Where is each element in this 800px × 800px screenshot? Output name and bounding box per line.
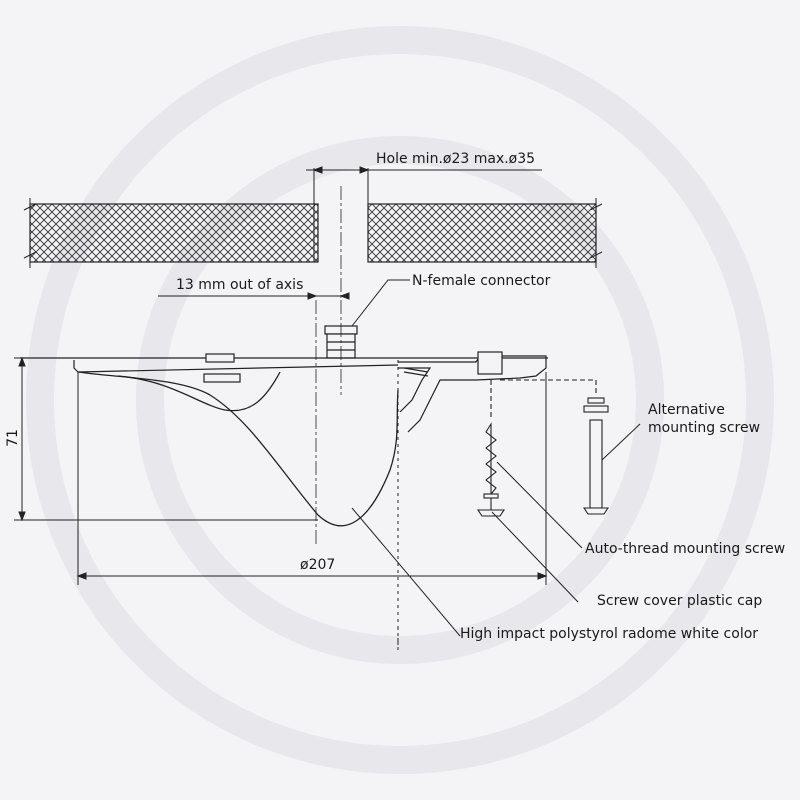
mounting-bracket [398, 351, 547, 433]
offset-dimension [158, 292, 350, 300]
height-label: 71 [5, 429, 21, 447]
offset-label: 13 mm out of axis [176, 277, 304, 293]
ceiling-slab-left [29, 203, 319, 263]
diameter-dimension [76, 372, 548, 585]
alternative-screw-label-1: Alternative [648, 402, 725, 418]
auto-thread-screw [476, 380, 506, 517]
radome-label: High impact polystyrol radome white colo… [460, 626, 759, 642]
antenna-base-plate [20, 353, 548, 383]
alternative-screw [500, 379, 610, 515]
watermark-logo [26, 26, 774, 774]
auto-screw-label: Auto-thread mounting screw [585, 541, 786, 557]
diameter-label: ø207 [300, 557, 336, 573]
antenna-axis [315, 300, 342, 545]
alternative-screw-label-2: mounting screw [648, 420, 761, 436]
radome-outline [77, 371, 399, 527]
hole-size-label: Hole min.ø23 max.ø35 [376, 151, 536, 167]
leader-lines [351, 279, 641, 637]
connector-label: N-female connector [412, 273, 551, 289]
cap-label: Screw cover plastic cap [597, 593, 763, 609]
hole-dimension [306, 166, 542, 262]
slab-break-marks [23, 198, 603, 268]
height-dimension [14, 356, 318, 522]
ceiling-slab-right [367, 203, 597, 263]
